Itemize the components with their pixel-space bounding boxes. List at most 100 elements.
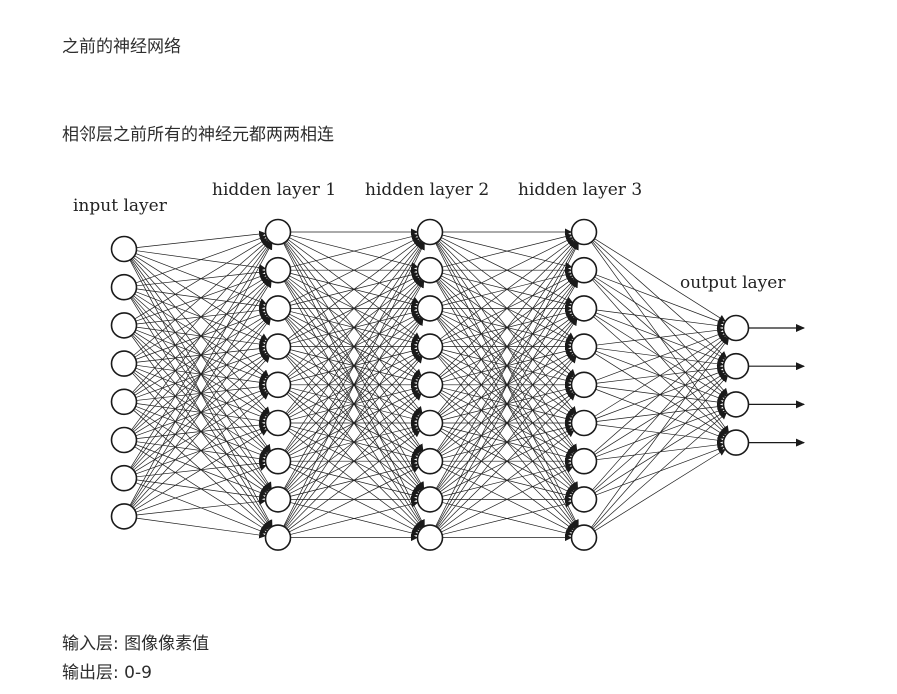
- input-layer-node-5: [110, 388, 138, 416]
- output-layer-node-1: [722, 314, 750, 342]
- input-layer-label: input layer: [73, 196, 168, 216]
- edge-l2-8-to-0: [435, 242, 579, 527]
- edge-l1-6-to-0: [284, 242, 424, 451]
- hidden-layer-2-node-6: [416, 409, 444, 437]
- edge-l0-7-to-7: [136, 498, 267, 516]
- output-layer-node-4: [722, 429, 750, 456]
- edge-l0-7-to-1: [130, 280, 272, 506]
- hidden-layer-1-node-5: [264, 371, 292, 399]
- edge-l2-8-to-5: [439, 430, 575, 531]
- hidden-layer-1-node-1: [264, 218, 292, 246]
- output-layer-label: output layer: [680, 273, 786, 293]
- hidden-layer-1-label: hidden layer 1: [212, 180, 336, 200]
- edge-l2-3-to-0: [439, 239, 575, 340]
- edge-l1-8-to-6: [289, 466, 420, 533]
- hidden-layer-2-node-5: [416, 371, 444, 399]
- edge-l2-5-to-0: [437, 241, 577, 414]
- hidden-layer-2-node-4: [416, 333, 444, 360]
- edge-l1-8-to-7: [290, 500, 419, 535]
- input-layer-node-8: [110, 503, 138, 530]
- edge-l3-8-to-0: [591, 337, 729, 528]
- edge-l0-7-to-8: [136, 517, 267, 539]
- edge-l3-1-to-0: [595, 274, 725, 325]
- edge-l2-8-to-6: [441, 466, 574, 533]
- connection-edges: [129, 228, 729, 542]
- hidden-layer-1-node-4: [264, 333, 292, 360]
- edge-l2-4-to-0: [438, 240, 576, 377]
- edge-l0-7-to-0: [129, 242, 273, 506]
- edge-l1-8-to-1: [283, 280, 425, 527]
- edge-l0-2-to-0: [134, 238, 268, 320]
- hidden-layer-3-node-8: [570, 486, 598, 513]
- edge-l1-7-to-0: [283, 242, 425, 489]
- hidden-layer-2-node-9: [416, 524, 444, 551]
- edge-l0-4-to-0: [132, 240, 270, 393]
- edge-l3-6-to-0: [593, 335, 727, 454]
- edge-l1-8-to-2: [284, 318, 424, 528]
- input-layer-node-4: [110, 350, 138, 377]
- hidden-layer-1-node-8: [264, 486, 292, 513]
- edge-l1-5-to-0: [285, 241, 423, 414]
- hidden-layer-2-node-2: [416, 256, 444, 284]
- edge-l0-3-to-0: [133, 239, 269, 356]
- edge-l0-7-to-3: [132, 355, 270, 508]
- edge-l2-2-to-0: [441, 237, 574, 304]
- hidden-layer-2-node-7: [416, 447, 444, 475]
- section-description: 相邻层之前所有的神经元都两两相连: [62, 125, 334, 145]
- hidden-layer-3-node-5: [570, 371, 598, 399]
- hidden-layer-2-node-1: [416, 218, 444, 246]
- input-layer-node-6: [110, 426, 138, 454]
- edge-l3-7-to-0: [592, 336, 729, 491]
- neuron-nodes: [110, 218, 750, 551]
- edge-l2-8-to-3: [437, 355, 577, 529]
- edge-l3-2-to-0: [596, 309, 725, 330]
- hidden-layer-3-node-4: [570, 333, 598, 360]
- edge-l3-8-to-3: [594, 448, 726, 532]
- edge-l2-8-to-2: [436, 318, 578, 528]
- output-layer-node-2: [722, 352, 750, 380]
- edge-l2-1-to-0: [442, 233, 573, 268]
- input-layer-node-1: [110, 235, 138, 263]
- edge-l0-7-to-4: [133, 392, 269, 509]
- hidden-layer-3-node-7: [570, 447, 598, 475]
- edge-l0-6-to-0: [130, 242, 272, 468]
- edge-l0-0-to-0: [136, 230, 267, 248]
- section-heading: 之前的神经网络: [62, 37, 181, 57]
- input-layer-node-3: [110, 312, 138, 339]
- hidden-layer-3-node-2: [570, 256, 598, 284]
- edge-l0-7-to-6: [135, 464, 267, 513]
- edge-l3-4-to-0: [595, 331, 725, 381]
- hidden-layer-3-node-3: [570, 295, 598, 322]
- hidden-layer-3-node-6: [570, 409, 598, 437]
- edge-l1-2-to-0: [289, 237, 420, 304]
- edge-l1-8-to-5: [287, 430, 421, 531]
- edge-l3-8-to-1: [592, 375, 729, 529]
- hidden-layer-1-node-3: [264, 295, 292, 322]
- hidden-layer-3-node-1: [570, 218, 598, 246]
- input-layer-note: 输入层: 图像像素值: [62, 634, 210, 654]
- edge-l2-8-to-1: [435, 280, 579, 527]
- edge-l2-8-to-7: [442, 500, 573, 535]
- edge-l3-3-to-0: [596, 326, 725, 346]
- output-layer-note: 输出层: 0-9: [62, 663, 152, 683]
- edge-l2-6-to-0: [436, 241, 578, 452]
- edge-l1-8-to-3: [285, 355, 423, 529]
- hidden-layer-2-node-8: [416, 486, 444, 513]
- hidden-layer-3-node-9: [570, 524, 598, 551]
- edge-l3-0-to-0: [594, 238, 726, 322]
- edge-l0-1-to-0: [135, 235, 267, 284]
- output-layer-node-3: [722, 391, 750, 418]
- edge-l0-5-to-0: [131, 241, 271, 431]
- edge-l2-8-to-4: [438, 393, 576, 530]
- input-layer-node-2: [110, 273, 138, 301]
- edge-l3-8-to-2: [593, 412, 727, 530]
- hidden-layer-1-node-9: [264, 524, 292, 551]
- hidden-layer-3-label: hidden layer 3: [518, 180, 642, 200]
- edge-l1-8-to-4: [286, 393, 422, 529]
- edge-l3-5-to-0: [594, 334, 726, 417]
- hidden-layer-1-node-2: [264, 256, 292, 284]
- edge-l2-7-to-0: [435, 242, 579, 489]
- edge-l1-8-to-0: [283, 242, 425, 527]
